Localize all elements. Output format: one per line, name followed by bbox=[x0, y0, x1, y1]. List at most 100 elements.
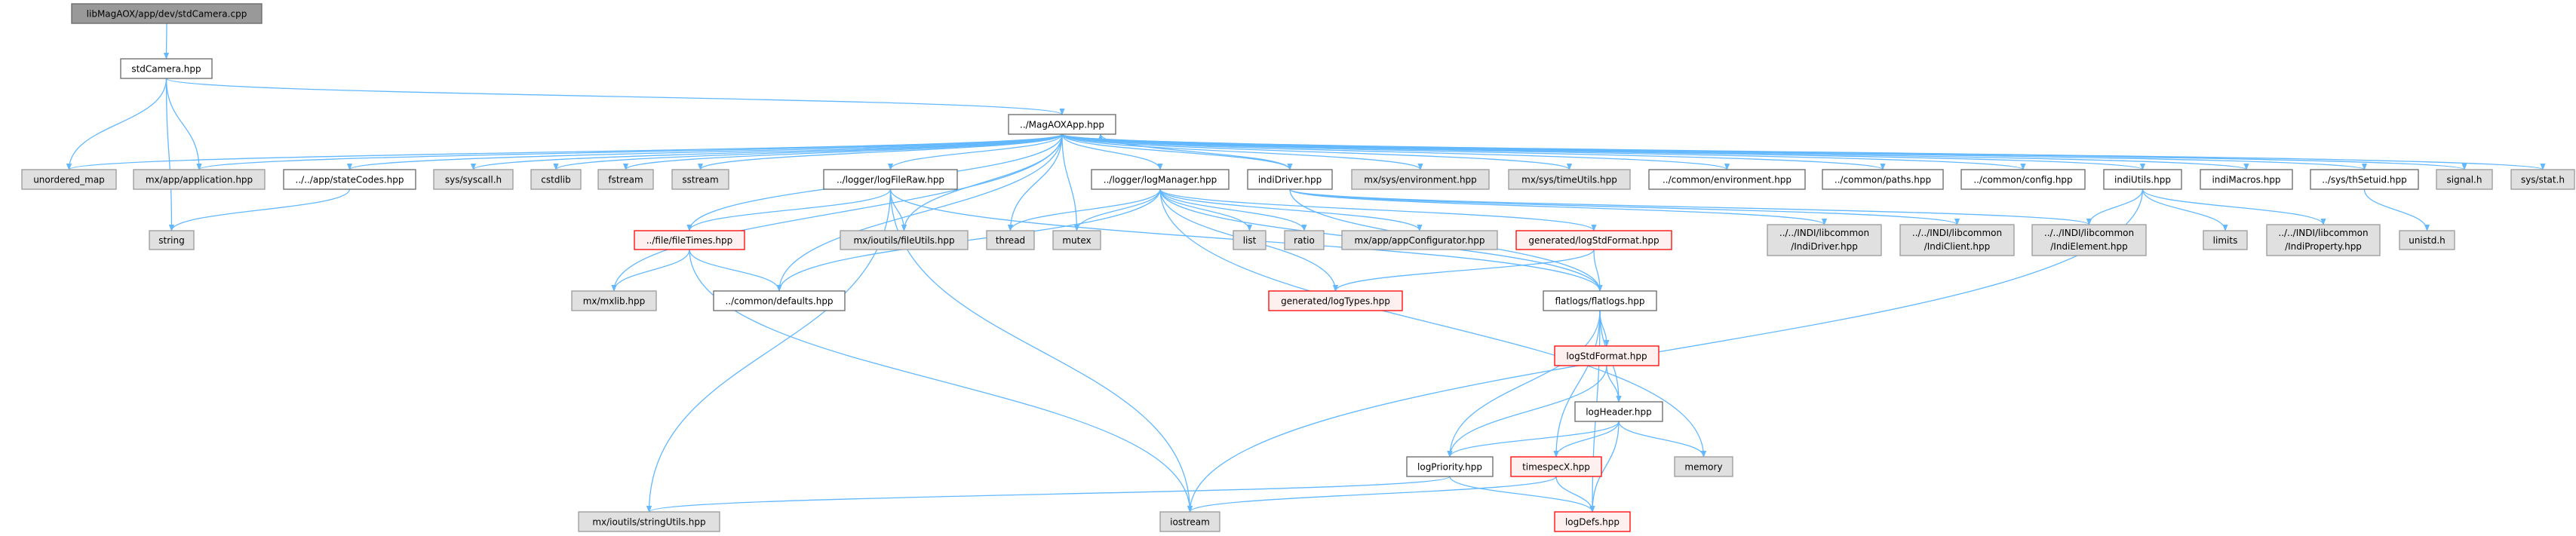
node-umap[interactable]: unordered_map bbox=[21, 169, 117, 190]
node-box[interactable] bbox=[2103, 169, 2182, 190]
node-statecodes[interactable]: ../../app/stateCodes.hpp bbox=[283, 169, 416, 190]
node-thread[interactable]: thread bbox=[986, 230, 1035, 250]
node-mxlib[interactable]: mx/mxlib.hpp bbox=[571, 290, 657, 311]
node-box[interactable] bbox=[2436, 169, 2493, 190]
node-stringutils[interactable]: mx/ioutils/stringUtils.hpp bbox=[578, 511, 720, 532]
node-box[interactable] bbox=[1268, 290, 1403, 311]
node-box[interactable] bbox=[2310, 169, 2419, 190]
node-box[interactable] bbox=[634, 230, 745, 250]
node-mutex[interactable]: mutex bbox=[1052, 230, 1101, 250]
node-mxenv[interactable]: mx/sys/environment.hpp bbox=[1351, 169, 1490, 190]
node-box[interactable] bbox=[283, 169, 416, 190]
node-box[interactable] bbox=[1508, 169, 1631, 190]
node-timeutils[interactable]: mx/sys/timeUtils.hpp bbox=[1508, 169, 1631, 190]
node-box[interactable] bbox=[530, 169, 582, 190]
node-box[interactable] bbox=[1233, 230, 1267, 250]
node-box[interactable] bbox=[571, 290, 657, 311]
node-box[interactable] bbox=[433, 169, 514, 190]
node-box[interactable] bbox=[1648, 169, 1806, 190]
node-logtypes[interactable]: generated/logTypes.hpp bbox=[1268, 290, 1403, 311]
node-box[interactable] bbox=[597, 169, 654, 190]
node-box[interactable] bbox=[840, 230, 969, 250]
node-box[interactable] bbox=[578, 511, 720, 532]
node-box[interactable] bbox=[986, 230, 1035, 250]
node-box[interactable] bbox=[1899, 224, 2015, 256]
node-indielement[interactable]: ../../INDI/libcommon/IndiElement.hpp bbox=[2031, 224, 2147, 256]
node-box[interactable] bbox=[1341, 230, 1498, 250]
node-fstream[interactable]: fstream bbox=[597, 169, 654, 190]
node-flatlogs[interactable]: flatlogs/flatlogs.hpp bbox=[1543, 290, 1657, 311]
node-box[interactable] bbox=[671, 169, 729, 190]
node-list[interactable]: list bbox=[1233, 230, 1267, 250]
node-config[interactable]: ../common/config.hpp bbox=[1960, 169, 2086, 190]
node-cpp[interactable]: libMagAOX/app/dev/stdCamera.cpp bbox=[71, 3, 263, 24]
node-box[interactable] bbox=[1960, 169, 2086, 190]
node-box[interactable] bbox=[2266, 224, 2381, 256]
node-appconfig[interactable]: mx/app/appConfigurator.hpp bbox=[1341, 230, 1498, 250]
node-magaox[interactable]: ../MagAOXApp.hpp bbox=[1008, 114, 1116, 135]
node-unistd[interactable]: unistd.h bbox=[2399, 230, 2455, 250]
node-syscall[interactable]: sys/syscall.h bbox=[433, 169, 514, 190]
node-box[interactable] bbox=[2203, 230, 2248, 250]
node-box[interactable] bbox=[1554, 345, 1660, 366]
node-iostream[interactable]: iostream bbox=[1159, 511, 1220, 532]
node-string[interactable]: string bbox=[149, 230, 195, 250]
node-thsetuid[interactable]: ../sys/thSetuid.hpp bbox=[2310, 169, 2419, 190]
node-box[interactable] bbox=[1543, 290, 1657, 311]
node-box[interactable] bbox=[1767, 224, 1882, 256]
node-stdcam[interactable]: stdCamera.hpp bbox=[120, 58, 213, 79]
node-limits[interactable]: limits bbox=[2203, 230, 2248, 250]
node-logheader[interactable]: logHeader.hpp bbox=[1574, 401, 1663, 422]
node-box[interactable] bbox=[1574, 401, 1663, 422]
node-box[interactable] bbox=[1510, 456, 1602, 477]
node-commonenv[interactable]: ../common/environment.hpp bbox=[1648, 169, 1806, 190]
node-fileutils[interactable]: mx/ioutils/fileUtils.hpp bbox=[840, 230, 969, 250]
node-indimacros[interactable]: indiMacros.hpp bbox=[2200, 169, 2293, 190]
node-box[interactable] bbox=[823, 169, 958, 190]
node-box[interactable] bbox=[2031, 224, 2147, 256]
node-application[interactable]: mx/app/application.hpp bbox=[133, 169, 266, 190]
node-box[interactable] bbox=[133, 169, 266, 190]
node-filetimes[interactable]: ../file/fileTimes.hpp bbox=[634, 230, 745, 250]
node-box[interactable] bbox=[713, 290, 846, 311]
node-sysstat[interactable]: sys/stat.h bbox=[2510, 169, 2575, 190]
node-box[interactable] bbox=[1822, 169, 1944, 190]
node-box[interactable] bbox=[1554, 511, 1631, 532]
node-box[interactable] bbox=[21, 169, 117, 190]
node-sstream[interactable]: sstream bbox=[671, 169, 729, 190]
node-logstdformat[interactable]: logStdFormat.hpp bbox=[1554, 345, 1660, 366]
node-box[interactable] bbox=[1674, 456, 1733, 477]
node-box[interactable] bbox=[1052, 230, 1101, 250]
node-defaults[interactable]: ../common/defaults.hpp bbox=[713, 290, 846, 311]
node-indiclient[interactable]: ../../INDI/libcommon/IndiClient.hpp bbox=[1899, 224, 2015, 256]
node-box[interactable] bbox=[1091, 169, 1230, 190]
node-logdefs[interactable]: logDefs.hpp bbox=[1554, 511, 1631, 532]
node-logfileraw[interactable]: ../logger/logFileRaw.hpp bbox=[823, 169, 958, 190]
node-box[interactable] bbox=[1008, 114, 1116, 135]
node-box[interactable] bbox=[2399, 230, 2455, 250]
node-box[interactable] bbox=[1406, 456, 1494, 477]
node-indiutils[interactable]: indiUtils.hpp bbox=[2103, 169, 2182, 190]
node-memory[interactable]: memory bbox=[1674, 456, 1733, 477]
node-genlogstd[interactable]: generated/logStdFormat.hpp bbox=[1515, 230, 1672, 250]
node-ratio[interactable]: ratio bbox=[1284, 230, 1325, 250]
node-indidriver[interactable]: indiDriver.hpp bbox=[1247, 169, 1333, 190]
node-box[interactable] bbox=[1247, 169, 1333, 190]
node-paths[interactable]: ../common/paths.hpp bbox=[1822, 169, 1944, 190]
node-box[interactable] bbox=[1284, 230, 1325, 250]
node-signal[interactable]: signal.h bbox=[2436, 169, 2493, 190]
node-indidrv2[interactable]: ../../INDI/libcommon/IndiDriver.hpp bbox=[1767, 224, 1882, 256]
node-box[interactable] bbox=[1159, 511, 1220, 532]
node-box[interactable] bbox=[120, 58, 213, 79]
node-box[interactable] bbox=[2510, 169, 2575, 190]
node-logmanager[interactable]: ../logger/logManager.hpp bbox=[1091, 169, 1230, 190]
node-box[interactable] bbox=[1515, 230, 1672, 250]
node-indiproperty[interactable]: ../../INDI/libcommon/IndiProperty.hpp bbox=[2266, 224, 2381, 256]
node-timespecx[interactable]: timespecX.hpp bbox=[1510, 456, 1602, 477]
node-box[interactable] bbox=[1351, 169, 1490, 190]
node-logpriority[interactable]: logPriority.hpp bbox=[1406, 456, 1494, 477]
node-cstdlib[interactable]: cstdlib bbox=[530, 169, 582, 190]
node-box[interactable] bbox=[2200, 169, 2293, 190]
node-box[interactable] bbox=[71, 3, 263, 24]
node-box[interactable] bbox=[149, 230, 195, 250]
